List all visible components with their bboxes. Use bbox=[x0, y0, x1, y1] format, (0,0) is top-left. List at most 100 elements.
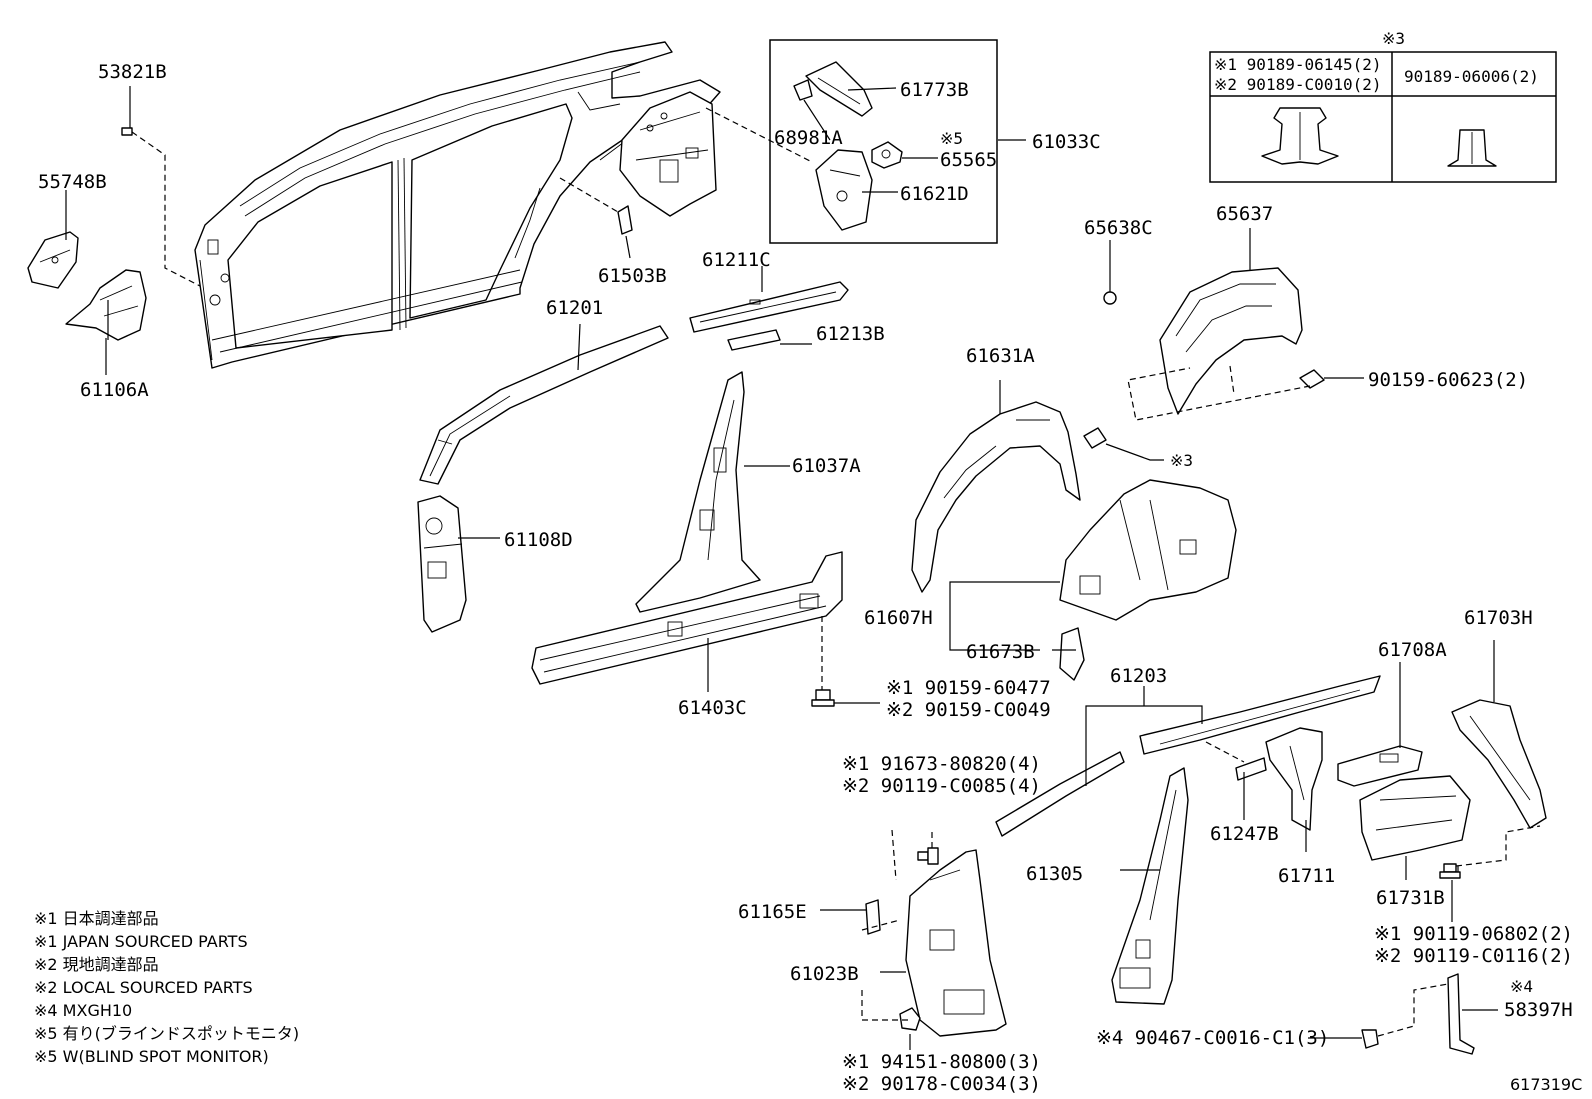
clip-icon-90189-06145 bbox=[1261, 107, 1339, 165]
panel-58397h bbox=[1447, 973, 1475, 1055]
label-65638c: 65638C bbox=[1084, 217, 1153, 239]
notes-legend: ※1 日本調達部品 ※1 JAPAN SOURCED PARTS ※2 現地調達… bbox=[34, 909, 299, 1066]
label-61621d: 61621D bbox=[900, 183, 969, 205]
note-1: ※1 日本調達部品 bbox=[34, 909, 159, 928]
table-header: ※3 bbox=[1382, 29, 1405, 48]
label-90119c0116: ※2 90119-C0116(2) bbox=[1374, 945, 1573, 967]
gusset-61247b bbox=[1235, 757, 1267, 781]
reinforcement-61773b bbox=[805, 61, 873, 117]
label-61106a: 61106A bbox=[80, 379, 149, 401]
label-90119c0085: ※2 90119-C0085(4) bbox=[842, 775, 1041, 797]
label-61213b: 61213B bbox=[816, 323, 885, 345]
label-ref5: ※5 bbox=[940, 129, 963, 148]
wheel-liner-65637 bbox=[1159, 267, 1303, 415]
label-9011906802: ※1 90119-06802(2) bbox=[1374, 923, 1573, 945]
rear-quarter-inner-panel bbox=[619, 91, 717, 217]
label-61711: 61711 bbox=[1278, 865, 1335, 887]
bolt-9167380820 bbox=[917, 847, 939, 865]
label-61037a: 61037A bbox=[792, 455, 861, 477]
bolt-9015960477 bbox=[811, 689, 835, 707]
assembly-inset-box bbox=[769, 39, 998, 244]
label-55748b: 55748B bbox=[38, 171, 107, 193]
panel-61731b bbox=[1359, 775, 1471, 861]
wheel-house-outer-61631a bbox=[911, 401, 1081, 593]
front-pillar-inner-61023b bbox=[905, 849, 1007, 1037]
bracket-55748b bbox=[27, 231, 79, 289]
label-61033c: 61033C bbox=[1032, 131, 1101, 153]
ref3-table: ※3 ※1 90189-06145(2) ※2 90189-C0010(2) 9… bbox=[1209, 29, 1557, 183]
label-61607h: 61607H bbox=[864, 607, 933, 629]
label-53821b: 53821B bbox=[98, 61, 167, 83]
label-61305: 61305 bbox=[1026, 863, 1083, 885]
gusset-61503b bbox=[617, 205, 633, 235]
nut-65638c bbox=[1103, 291, 1117, 305]
label-9015960623: 90159-60623(2) bbox=[1368, 369, 1528, 391]
label-58397h: 58397H bbox=[1504, 999, 1573, 1021]
clip-ref3 bbox=[1083, 427, 1107, 449]
label-90159c0049: ※2 90159-C0049 bbox=[886, 699, 1051, 721]
note-7: ※5 W(BLIND SPOT MONITOR) bbox=[34, 1047, 269, 1066]
bracket-61165e bbox=[865, 899, 881, 935]
label-61773b: 61773B bbox=[900, 79, 969, 101]
reinforcement-61213b bbox=[727, 329, 781, 351]
front-pillar-lower-61108d bbox=[417, 495, 467, 633]
label-61247b: 61247B bbox=[1210, 823, 1279, 845]
label-9015960477: ※1 90159-60477 bbox=[886, 677, 1051, 699]
label-9415180800: ※1 94151-80800(3) bbox=[842, 1051, 1041, 1073]
label-61731b: 61731B bbox=[1376, 887, 1445, 909]
clip-53821b bbox=[121, 127, 133, 136]
bracket-61106a bbox=[65, 269, 147, 341]
sensor-bracket-65565 bbox=[871, 141, 903, 169]
clip-90467 bbox=[1361, 1029, 1379, 1049]
label-61403c: 61403C bbox=[678, 697, 747, 719]
label-65637: 65637 bbox=[1216, 203, 1273, 225]
label-68981a: 68981A bbox=[774, 127, 843, 149]
label-61203: 61203 bbox=[1110, 665, 1167, 687]
label-ref3-clip: ※3 bbox=[1170, 451, 1193, 470]
note-5: ※4 MXGH10 bbox=[34, 1001, 132, 1020]
quarter-pillar-61305 bbox=[1111, 767, 1189, 1005]
center-pillar-61037a bbox=[635, 371, 761, 613]
leader-lines bbox=[65, 86, 1541, 1050]
label-61673b: 61673B bbox=[966, 641, 1035, 663]
label-61165e: 61165E bbox=[738, 901, 807, 923]
roof-rail-rear-61203 bbox=[995, 675, 1381, 837]
note-2: ※1 JAPAN SOURCED PARTS bbox=[34, 932, 248, 951]
clip-9415180800 bbox=[899, 1007, 921, 1031]
bracket-68981a bbox=[793, 79, 813, 101]
table-cell1-line1: ※1 90189-06145(2) bbox=[1214, 55, 1382, 74]
rail-61211c bbox=[689, 281, 849, 333]
note-3: ※2 現地調達部品 bbox=[34, 955, 159, 974]
label-65565: 65565 bbox=[940, 149, 997, 171]
label-ref4: ※4 bbox=[1510, 977, 1533, 996]
part-labels: 53821B 55748B 61106A 61503B 61201 61211C… bbox=[38, 61, 1573, 1095]
diagram-id: 617319C bbox=[1510, 1075, 1582, 1094]
rocker-panel-61403c bbox=[531, 551, 843, 685]
note-4: ※2 LOCAL SOURCED PARTS bbox=[34, 978, 253, 997]
label-9167380820: ※1 91673-80820(4) bbox=[842, 753, 1041, 775]
note-6: ※5 有り(ブラインドスポットモニタ) bbox=[34, 1024, 299, 1043]
bracket-61673b bbox=[1059, 627, 1085, 681]
label-61211c: 61211C bbox=[702, 249, 771, 271]
clip-icon-90189-06006 bbox=[1447, 129, 1497, 167]
rear-pillar-61703h bbox=[1451, 699, 1547, 829]
label-90467: ※4 90467-C0016-C1(3) bbox=[1096, 1027, 1329, 1049]
extension-61621d bbox=[815, 149, 873, 231]
label-90178c0034: ※2 90178-C0034(3) bbox=[842, 1073, 1041, 1095]
label-61023b: 61023B bbox=[790, 963, 859, 985]
pillar-inner-61711 bbox=[1265, 727, 1323, 831]
table-cell2: 90189-06006(2) bbox=[1404, 67, 1539, 86]
table-cell1-line2: ※2 90189-C0010(2) bbox=[1214, 75, 1382, 94]
label-61108d: 61108D bbox=[504, 529, 573, 551]
body-side-outer-panel bbox=[194, 41, 721, 369]
label-61201: 61201 bbox=[546, 297, 603, 319]
roof-side-rail-61201 bbox=[419, 325, 669, 485]
label-61703h: 61703H bbox=[1464, 607, 1533, 629]
label-61708a: 61708A bbox=[1378, 639, 1447, 661]
wheel-house-inner-61607h bbox=[1059, 479, 1237, 621]
label-61503b: 61503B bbox=[598, 265, 667, 287]
label-61631a: 61631A bbox=[966, 345, 1035, 367]
bolt-9011906802 bbox=[1439, 863, 1461, 879]
clip-9015960623 bbox=[1299, 369, 1325, 389]
